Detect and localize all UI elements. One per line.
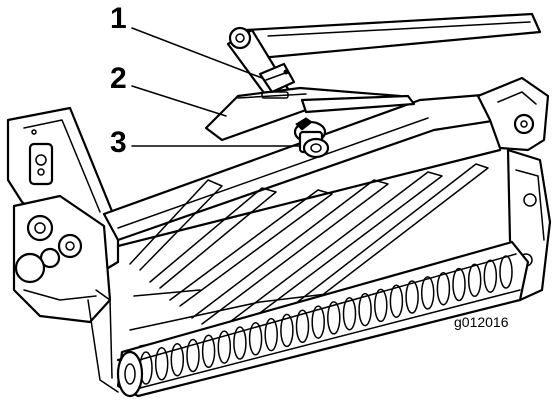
roller-groove [233, 326, 247, 360]
roller-groove [420, 276, 435, 310]
roller-groove [154, 347, 169, 381]
callout-1: 1 [110, 2, 127, 35]
roller-groove [327, 301, 341, 335]
callout-3: 3 [110, 126, 127, 159]
jam-nut [258, 62, 296, 94]
height-bar [204, 86, 416, 142]
roller-groove [170, 342, 185, 377]
roller-groove [499, 255, 513, 289]
roller-groove [374, 288, 388, 323]
rear-roller [116, 240, 530, 398]
roller-groove [201, 334, 216, 369]
leader-lines [131, 27, 301, 147]
roller-groove [264, 317, 278, 352]
roller-groove [405, 280, 419, 314]
adjuster-shaft [226, 12, 542, 114]
roller-groove [248, 322, 263, 356]
roller-groove [389, 284, 404, 318]
roller-groove [483, 259, 498, 293]
roller-grooves [139, 255, 513, 385]
frame-tube [102, 90, 526, 242]
roller-groove [358, 292, 372, 327]
roller-groove [295, 309, 310, 344]
callout-2: 2 [110, 62, 127, 95]
left-gear-housing [12, 194, 119, 393]
roller-groove [186, 338, 200, 373]
roller-groove [342, 296, 357, 331]
roller-groove [280, 313, 294, 348]
roller-groove [467, 263, 482, 298]
leader-line-2 [131, 85, 227, 117]
adjustment-screw-knob [293, 117, 330, 159]
roller-groove [452, 267, 466, 302]
roller-groove [311, 305, 325, 339]
graphic-code: g012016 [454, 314, 509, 330]
roller-groove [217, 330, 232, 364]
leader-line-1 [131, 27, 263, 79]
roller-groove [436, 271, 451, 306]
